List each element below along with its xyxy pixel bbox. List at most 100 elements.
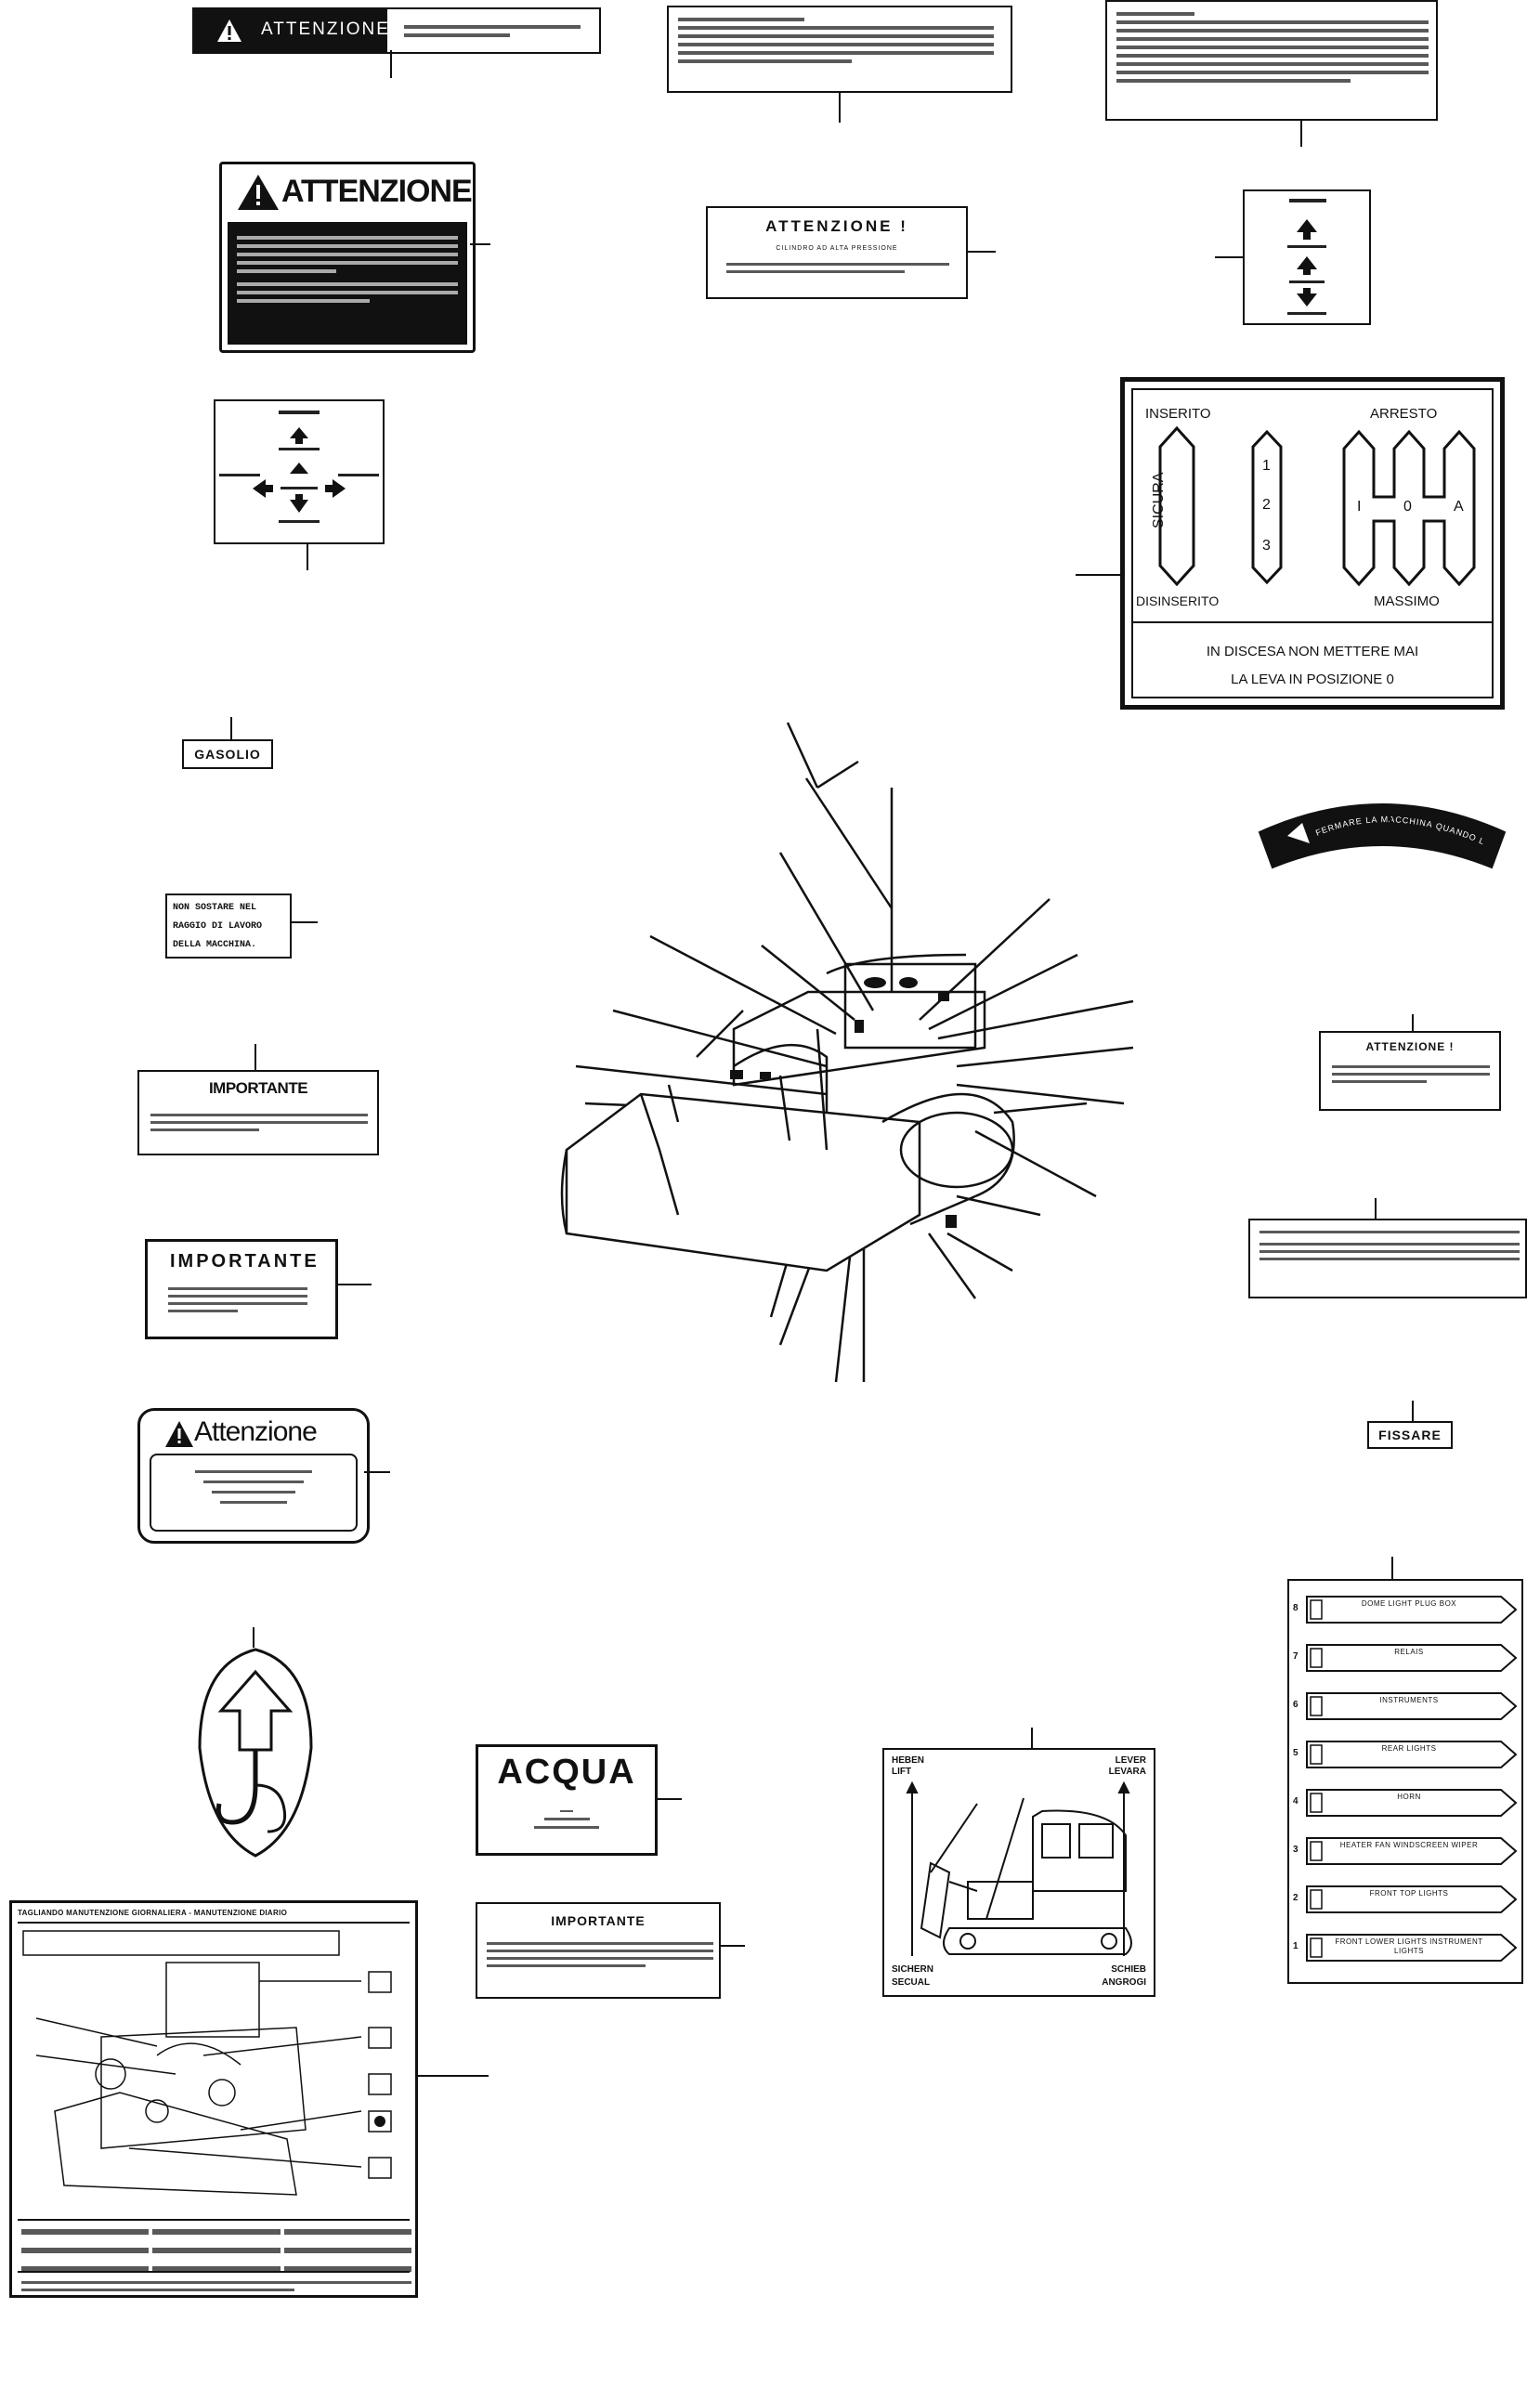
fuse-number: 4 xyxy=(1293,1796,1299,1807)
arc-warning-decal: FERMARE LA MACCHINA QUANDO L'OPERATORE N… xyxy=(1248,788,1512,897)
lift-lever-decal: HEBEN LIFT LEVER LEVARA SICHERN SECUAL S… xyxy=(882,1748,1155,1997)
lever-position-plate: INSERITO ARRESTO SICURA 1 2 3 I 0 A DISI… xyxy=(1120,377,1505,710)
fuse-label: DOME LIGHT PLUG BOX xyxy=(1361,1599,1457,1608)
importante-water-title: IMPORTANTE xyxy=(551,1913,646,1928)
fuse-number: 7 xyxy=(1293,1651,1299,1662)
fuse-row: 8 DOME LIGHT PLUG BOX xyxy=(1289,1588,1521,1637)
fuse-row: 7 RELAIS xyxy=(1289,1637,1521,1685)
importante-water-decal: IMPORTANTE xyxy=(476,1902,721,1999)
gasolio-label: GASOLIO xyxy=(194,747,261,762)
gear-1-label: 1 xyxy=(1262,458,1271,474)
attenzione-cylinder-subtitle: CILINDRO AD ALTA PRESSIONE xyxy=(776,245,898,252)
attenzione-filter-title: ATTENZIONE ! xyxy=(1365,1040,1455,1053)
fuse-label: REAR LIGHTS xyxy=(1381,1744,1437,1753)
fuse-row: 2 FRONT TOP LIGHTS xyxy=(1289,1878,1521,1926)
lift-bottom-left-2: SECUAL xyxy=(892,1977,931,1988)
fuse-slot-arrow xyxy=(1306,1885,1518,1913)
fuse-row: 4 HORN xyxy=(1289,1781,1521,1830)
fuse-row: 1 FRONT LOWER LIGHTS INSTRUMENT LIGHTS xyxy=(1289,1926,1521,1975)
fuse-slot-arrow xyxy=(1306,1837,1518,1865)
non-sostare-decal: NON SOSTARE NEL RAGGIO DI LAVORO DELLA M… xyxy=(165,893,292,959)
fuse-slot-arrow xyxy=(1306,1692,1518,1720)
attenzione-unit-decal: Attenzione xyxy=(137,1408,370,1544)
fuse-slot-arrow xyxy=(1306,1596,1518,1624)
fuse-label: HORN xyxy=(1397,1793,1421,1801)
non-sostare-line3: DELLA MACCHINA. xyxy=(173,940,257,950)
attenzione-rules-decal: ATTENZIONE xyxy=(219,162,476,353)
shift-i-label: I xyxy=(1357,499,1362,515)
safety-slot-icon xyxy=(1158,426,1195,586)
lift-top-right-2: LEVARA xyxy=(1108,1767,1146,1777)
lever-warning-line2: LA LEVA IN POSIZIONE 0 xyxy=(1231,672,1394,687)
warning-triangle-icon xyxy=(217,20,241,42)
gear-slot-icon xyxy=(1251,430,1283,584)
attenzione-banner-decal: ATTENZIONE xyxy=(192,7,601,54)
attenzione-unit-title: Attenzione xyxy=(194,1416,318,1447)
shift-a-label: A xyxy=(1454,499,1464,515)
lever-direction-decal-left xyxy=(214,399,385,544)
fuse-slot-arrow xyxy=(1306,1741,1518,1768)
lifting-hook-icon xyxy=(198,1648,313,1858)
warning-triangle-icon xyxy=(165,1421,193,1447)
tractor-diagram-icon xyxy=(906,1780,1132,1956)
gear-3-label: 3 xyxy=(1262,538,1271,554)
fuse-label: INSTRUMENTS xyxy=(1379,1696,1439,1704)
fuse-panel-decal: 8 DOME LIGHT PLUG BOX 7 RELAIS 6 INSTRUMENTS 5… xyxy=(1287,1579,1523,1984)
importante-cap-title: IMPORTANTE xyxy=(208,1079,308,1097)
gear-2-label: 2 xyxy=(1262,497,1271,513)
maintenance-card-decal: TAGLIANDO MANUTENZIONE GIORNALIERA - MAN… xyxy=(9,1900,418,2298)
fuse-slot-arrow xyxy=(1306,1644,1518,1672)
maintenance-dozer-diagram xyxy=(22,1930,392,2196)
fissare-decal: FISSARE xyxy=(1367,1421,1453,1449)
lever-direction-decal-right xyxy=(1243,189,1371,325)
fuse-label: RELAIS xyxy=(1394,1648,1424,1656)
fissare-label: FISSARE xyxy=(1378,1428,1442,1442)
fuse-label: FRONT TOP LIGHTS xyxy=(1369,1889,1449,1898)
fuse-row: 6 INSTRUMENTS xyxy=(1289,1685,1521,1733)
fuse-row: 5 REAR LIGHTS xyxy=(1289,1733,1521,1781)
attenzione-cylinder-decal: ATTENZIONE ! CILINDRO AD ALTA PRESSIONE xyxy=(706,206,968,299)
warning-triangle-icon xyxy=(238,175,279,210)
lever-warning-line1: IN DISCESA NON METTERE MAI xyxy=(1206,644,1419,659)
lift-bottom-right-1: SCHIEB xyxy=(1111,1964,1146,1975)
fuse-row: 3 HEATER FAN WINDSCREEN WIPER xyxy=(1289,1830,1521,1878)
fuse-number: 5 xyxy=(1293,1748,1299,1758)
acqua-decal: ACQUA xyxy=(476,1744,658,1856)
fuse-number: 3 xyxy=(1293,1845,1299,1855)
attenzione-filter-decal: ATTENZIONE ! xyxy=(1319,1031,1501,1111)
bulldozer-illustration xyxy=(560,722,1134,1383)
fuse-label: HEATER FAN WINDSCREEN WIPER xyxy=(1339,1841,1479,1849)
fuse-number: 6 xyxy=(1293,1700,1299,1710)
inserito-label: INSERITO xyxy=(1145,406,1211,422)
shift-gate-icon xyxy=(1342,429,1476,587)
shift-0-label: 0 xyxy=(1403,499,1412,515)
gasolio-decal: GASOLIO xyxy=(182,739,273,769)
lift-top-left-1: HEBEN xyxy=(892,1755,925,1766)
maintenance-card-title: TAGLIANDO MANUTENZIONE GIORNALIERA - MAN… xyxy=(18,1909,288,1917)
arresto-label: ARRESTO xyxy=(1370,406,1438,422)
controlli-decal xyxy=(667,6,1012,93)
lift-top-left-2: LIFT xyxy=(892,1767,912,1777)
sicura-label: SICURA xyxy=(1151,472,1167,528)
attenzione-banner-title: ATTENZIONE xyxy=(261,20,390,39)
importante-cap-decal: IMPORTANTE xyxy=(137,1070,379,1155)
non-sostare-line2: RAGGIO DI LAVORO xyxy=(173,921,263,932)
fuse-label: FRONT LOWER LIGHTS INSTRUMENT LIGHTS xyxy=(1335,1937,1483,1955)
attenzione-box-title: ATTENZIONE xyxy=(281,174,473,209)
fuse-number: 1 xyxy=(1293,1941,1299,1951)
massimo-label: MASSIMO xyxy=(1374,593,1440,609)
lift-bottom-right-2: ANGROGI xyxy=(1102,1977,1146,1988)
fuse-slot-arrow xyxy=(1306,1934,1518,1962)
disinserito-label: DISINSERITO xyxy=(1136,593,1220,608)
acqua-label: ACQUA xyxy=(497,1753,636,1792)
lift-bottom-left-1: SICHERN xyxy=(892,1964,934,1975)
fuse-number: 8 xyxy=(1293,1603,1299,1613)
non-sostare-line1: NON SOSTARE NEL xyxy=(173,903,257,913)
lift-top-right-1: LEVER xyxy=(1115,1755,1146,1766)
importante-instructions-decal xyxy=(1105,0,1438,121)
importante-boiling-title: IMPORTANTE xyxy=(170,1251,320,1272)
air-filter-indicator-decal xyxy=(1248,1219,1527,1298)
attenzione-cylinder-title: ATTENZIONE ! xyxy=(765,217,908,235)
importante-boiling-decal: IMPORTANTE xyxy=(145,1239,338,1339)
fuse-number: 2 xyxy=(1293,1893,1299,1903)
